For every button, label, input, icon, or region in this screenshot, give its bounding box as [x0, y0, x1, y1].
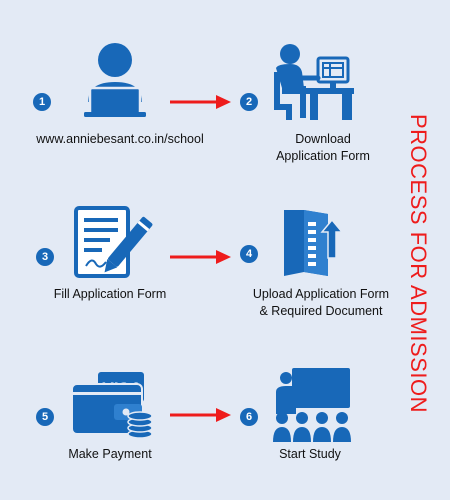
step-number-badge: 4 — [240, 245, 258, 263]
step-label: www.anniebesant.co.in/school — [36, 132, 204, 146]
step-number-badge: 2 — [240, 93, 258, 111]
step-label: Start Study — [279, 447, 341, 461]
step-label: Download Application Form — [276, 132, 370, 163]
person-desk-computer-icon — [274, 44, 354, 120]
arrow-right-icon — [170, 408, 231, 422]
step-number-badge: 6 — [240, 408, 258, 426]
form-pen-icon — [74, 206, 153, 278]
document-upload-icon — [284, 210, 344, 276]
arrow-right-icon — [170, 250, 231, 264]
arrow-right-icon — [170, 95, 231, 109]
step-number-badge: 5 — [36, 408, 54, 426]
classroom-teacher-icon — [273, 368, 351, 442]
step-number-badge: 3 — [36, 248, 54, 266]
step-number-badge: 1 — [33, 93, 51, 111]
step-label: Fill Application Form — [53, 287, 167, 301]
process-title: PROCESS FOR ADMISSION — [406, 113, 431, 413]
step-label: Make Payment — [68, 447, 152, 461]
step-label: Upload Application Form & Required Docum… — [252, 287, 390, 318]
user-laptop-icon — [84, 43, 146, 117]
wallet-visa-coins-icon: VISA — [71, 372, 153, 439]
